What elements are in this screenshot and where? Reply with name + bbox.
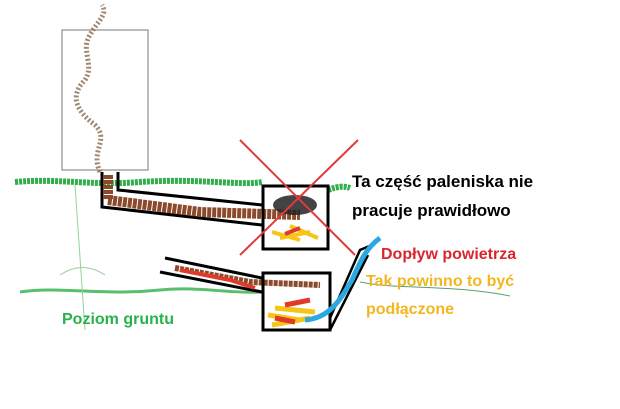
problem-label-line2: pracuje prawidłowo bbox=[352, 201, 511, 220]
air-flow bbox=[304, 235, 382, 323]
lower-firebox bbox=[261, 271, 332, 332]
correct-label-line1: Tak powinno to być bbox=[366, 273, 515, 290]
ground-pointer bbox=[74, 184, 86, 331]
upper-flue-smoke bbox=[103, 175, 301, 220]
upper-flue-pipe bbox=[100, 172, 263, 227]
lower-flue-pipe bbox=[159, 256, 263, 294]
upper-firebox bbox=[261, 184, 330, 251]
cross-mark bbox=[239, 139, 359, 256]
problem-label-line1: Ta część paleniska nie bbox=[352, 172, 534, 191]
ground-line-upper bbox=[14, 177, 352, 193]
ground-level-label: Poziom gruntu bbox=[62, 311, 174, 328]
ground-line-lower bbox=[19, 287, 263, 294]
air-inlet-label: Dopływ powietrza bbox=[381, 246, 517, 263]
smoke bbox=[73, 3, 107, 174]
correct-label-line2: podłączone bbox=[366, 301, 455, 318]
